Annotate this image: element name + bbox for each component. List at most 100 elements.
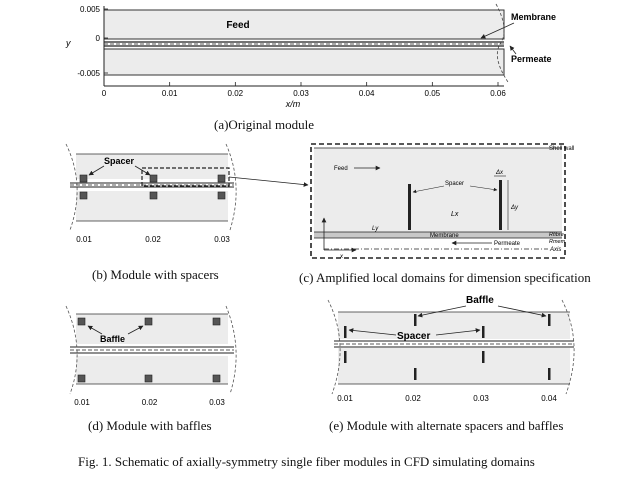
panel-b-spacer-block [217, 191, 226, 200]
panel-e-x-ticks: 0.01 0.02 0.03 0.04 [337, 394, 557, 403]
panel-c-ly-label: Ly [372, 226, 379, 232]
panel-b-x-tick-label: 0.01 [76, 235, 92, 244]
panel-e-spacer-arrow [435, 328, 481, 336]
panel-a-x-axis-label: x/m [285, 99, 301, 109]
panel-e-spacer-bar [344, 351, 347, 363]
panel-b-x-tick-label: 0.02 [145, 235, 161, 244]
panel-d-x-tick-label: 0.02 [142, 398, 158, 407]
panel-d-baffle-block [144, 374, 153, 383]
panel-e-baffle-bar [548, 368, 551, 380]
panel-d-baffle-arrow [127, 325, 144, 335]
panel-c-shell-wall-label: Shell wall [549, 146, 574, 152]
panel-d-x-ticks: 0.01 0.02 0.03 [74, 398, 225, 407]
panel-a-y-axis-label: y [65, 38, 71, 48]
panel-a-x-tick-label: 0.02 [228, 89, 244, 98]
panel-e-spacer-label: Spacer [397, 331, 430, 342]
panel-b-x-tick-label: 0.03 [214, 235, 230, 244]
panel-a-permeate-label: Permeate [511, 54, 552, 64]
panel-a-permeate-arrow [509, 45, 517, 55]
panel-e-baffle-label: Baffle [466, 295, 494, 306]
panel-e-x-tick-label: 0.02 [405, 394, 421, 403]
panel-e-baffle-arrow [417, 305, 467, 318]
panel-a-x-tick-label: 0.05 [425, 89, 441, 98]
panel-e-x-tick-label: 0.01 [337, 394, 353, 403]
panel-c-lx-label: Lx [451, 211, 459, 218]
panel-d-baffle-block [144, 317, 153, 326]
panel-a-y-tick-label: 0.005 [80, 5, 101, 14]
panel-b-spacer-block [79, 191, 88, 200]
panel-c-spacer-bar-left [408, 184, 411, 230]
panel-a-membrane-arrow [480, 22, 515, 39]
panel-c-amplified-domain: Shell wall Feed Spacer Δx Δy Lx Ly Membr… [310, 143, 574, 260]
panel-b-spacer-block [217, 174, 226, 183]
panel-b-spacer-label: Spacer [104, 156, 135, 166]
figure-caption: Fig. 1. Schematic of axially-symmetry si… [78, 454, 535, 469]
panel-b-spacer-block [79, 174, 88, 183]
panel-c-rfibre-label: Rfibre [549, 232, 564, 238]
panel-e-baffle-arrow [497, 305, 547, 318]
panel-d-baffle-arrow [87, 325, 103, 335]
panel-a-x-tick-label: 0.03 [293, 89, 309, 98]
panel-a-original-module: 0.005 0 -0.005 0 0.01 0.02 0.03 0.04 0.05 0.06 y… [65, 3, 556, 109]
panel-b-spacer-block [149, 174, 158, 183]
panel-d-baffle-label: Baffle [100, 334, 125, 344]
panel-e-spacer-bar [482, 351, 485, 363]
panel-e-baffle-bar [414, 314, 417, 326]
panel-a-y-tick-label: 0 [96, 34, 101, 43]
panel-c-x-label: x [339, 254, 344, 260]
panel-e-spacer-arrow [348, 328, 397, 336]
panel-e-feed-top [338, 312, 570, 339]
panel-e-module-alternate: Baffle Spacer 0.01 0.02 0.03 0.04 [327, 295, 575, 403]
panel-b-zoom-arrow [228, 176, 309, 187]
panel-e-caption: (e) Module with alternate spacers and ba… [329, 418, 564, 433]
panel-d-baffle-block [212, 374, 221, 383]
panel-e-break-left [327, 299, 341, 395]
panel-d-break-right [225, 305, 237, 395]
panel-e-x-tick-label: 0.03 [473, 394, 489, 403]
panel-c-membrane-label: Membrane [430, 233, 459, 239]
panel-a-x-tick-label: 0.01 [162, 89, 178, 98]
panel-c-spacer-arrow [412, 185, 445, 194]
panel-d-break-left [65, 305, 78, 395]
panel-a-y-tick-label: -0.005 [77, 69, 100, 78]
panel-e-spacer-bar [344, 326, 347, 338]
panel-e-break-right [561, 299, 575, 395]
panel-c-rmem-label: Rmem [549, 239, 566, 245]
panel-b-spacer-arrow [88, 165, 105, 176]
panel-c-permeate-label: Permeate [494, 241, 521, 247]
panel-a-caption: (a)Original module [214, 117, 314, 132]
panel-b-spacer-block [149, 191, 158, 200]
panel-a-x-tick-label: 0.06 [490, 89, 506, 98]
panel-a-membrane-label: Membrane [511, 12, 556, 22]
panel-e-baffle-bar [414, 368, 417, 380]
panel-c-spacer-arrow [469, 185, 498, 192]
panel-c-feed-region [314, 148, 562, 232]
panel-e-baffle-bar [548, 314, 551, 326]
panel-a-break-line [495, 3, 509, 83]
panel-e-spacer-bar [482, 326, 485, 338]
panel-c-axis-label: Axis [549, 247, 561, 253]
panel-c-caption: (c) Amplified local domains for dimensio… [299, 270, 591, 285]
panel-a-feed-channel-bottom [103, 48, 505, 76]
panel-a-x-ticks: 0 0.01 0.02 0.03 0.04 0.05 0.06 [102, 82, 506, 98]
panel-b-caption: (b) Module with spacers [92, 267, 219, 282]
panel-b-x-ticks: 0.01 0.02 0.03 [76, 235, 230, 244]
panel-e-feed-bottom [338, 348, 570, 384]
panel-d-baffle-block [212, 317, 221, 326]
panel-c-spacer-bar-right [499, 180, 502, 230]
panel-a-x-tick-label: 0.04 [359, 89, 375, 98]
panel-d-baffle-block [77, 374, 86, 383]
panel-c-spacer-label: Spacer [445, 181, 464, 187]
panel-d-baffle-block [77, 317, 86, 326]
panel-c-membrane-band [314, 232, 562, 238]
panel-e-x-tick-label: 0.04 [541, 394, 557, 403]
panel-d-x-tick-label: 0.03 [209, 398, 225, 407]
panel-a-feed-channel-top [103, 9, 505, 40]
panel-c-delta-x-label: Δx [495, 170, 504, 176]
panel-d-x-tick-label: 0.01 [74, 398, 90, 407]
panel-a-x-tick-label: 0 [102, 89, 107, 98]
panel-c-feed-label: Feed [334, 166, 348, 172]
panel-c-delta-y-label: Δy [510, 205, 519, 211]
panel-a-y-ticks: 0.005 0 -0.005 [77, 5, 108, 78]
